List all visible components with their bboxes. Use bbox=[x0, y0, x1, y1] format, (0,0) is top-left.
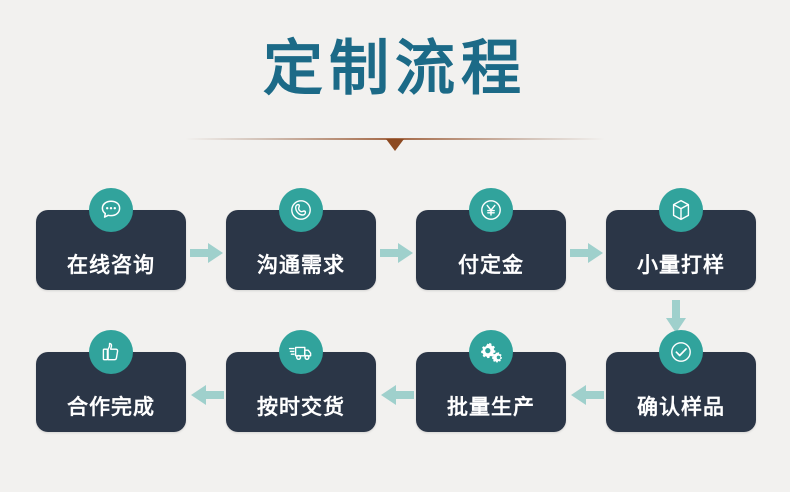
arrow-right-icon bbox=[190, 242, 224, 264]
flow-step-card-3[interactable]: 付定金 bbox=[416, 188, 566, 290]
flow-step-label: 合作完成 bbox=[67, 396, 155, 419]
page-header: 定制流程 bbox=[0, 0, 790, 170]
flow-step-label: 确认样品 bbox=[637, 396, 725, 419]
flow-step-card-5[interactable]: 确认样品 bbox=[606, 330, 756, 432]
speech-bubble-dots-icon bbox=[89, 188, 133, 232]
flow-step-card-8[interactable]: 合作完成 bbox=[36, 330, 186, 432]
arrow-left-icon bbox=[190, 384, 224, 406]
yuan-currency-circle-icon bbox=[469, 188, 513, 232]
delivery-truck-icon bbox=[279, 330, 323, 374]
arrow-left-icon bbox=[380, 384, 414, 406]
flow-step-label: 按时交货 bbox=[257, 396, 345, 419]
arrow-right-icon bbox=[570, 242, 604, 264]
flow-row-top: 在线咨询 沟通需求 付定金 小量打样 bbox=[0, 186, 790, 306]
gears-icon bbox=[469, 330, 513, 374]
flow-step-card-1[interactable]: 在线咨询 bbox=[36, 188, 186, 290]
flow-step-label: 批量生产 bbox=[447, 396, 535, 419]
check-circle-icon bbox=[659, 330, 703, 374]
divider-triangle-icon bbox=[386, 139, 404, 151]
thumbs-up-icon bbox=[89, 330, 133, 374]
flow-step-card-7[interactable]: 按时交货 bbox=[226, 330, 376, 432]
flow-step-label: 付定金 bbox=[458, 254, 524, 277]
arrow-down-icon bbox=[664, 300, 688, 334]
arrow-left-icon bbox=[570, 384, 604, 406]
flow-step-card-6[interactable]: 批量生产 bbox=[416, 330, 566, 432]
arrow-right-icon bbox=[380, 242, 414, 264]
page-title: 定制流程 bbox=[263, 35, 527, 102]
phone-handset-icon bbox=[279, 188, 323, 232]
cube-box-icon bbox=[659, 188, 703, 232]
flow-step-card-4[interactable]: 小量打样 bbox=[606, 188, 756, 290]
flow-step-label: 在线咨询 bbox=[67, 254, 155, 277]
flow-step-label: 沟通需求 bbox=[257, 254, 345, 277]
flow-step-card-2[interactable]: 沟通需求 bbox=[226, 188, 376, 290]
flow-row-bottom: 合作完成 按时交货 批量生产 bbox=[0, 328, 790, 448]
flow-step-label: 小量打样 bbox=[637, 254, 725, 277]
